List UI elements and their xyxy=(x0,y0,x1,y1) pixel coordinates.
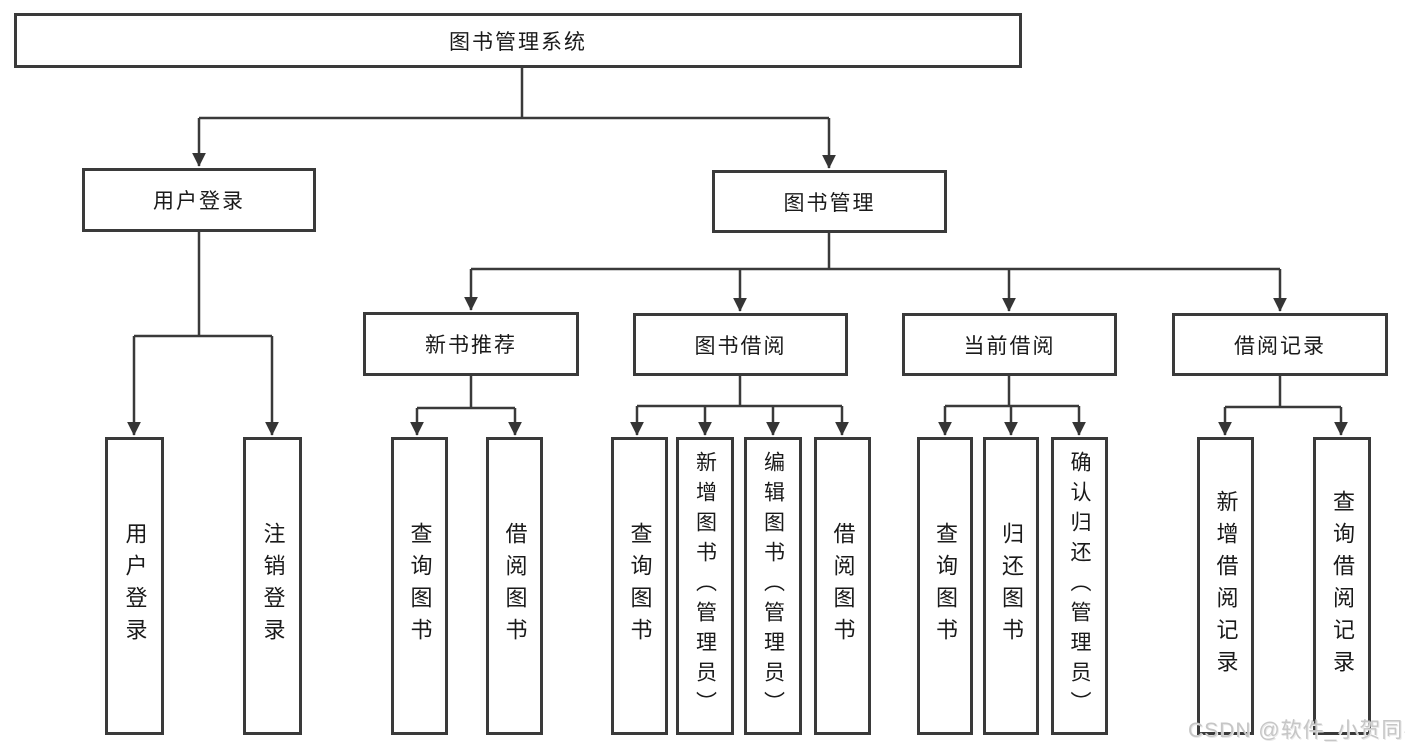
watermark: CSDN @软件_小贺同学 xyxy=(1188,719,1405,742)
node-book-borrow-label: 图书借阅 xyxy=(694,334,787,358)
leaf-query-books-borrow-label: 查询图书 xyxy=(627,522,653,650)
leaf-borrow-books-recommend-label: 借阅图书 xyxy=(502,522,528,650)
leaf-borrow-books: 借阅图书 xyxy=(814,437,871,735)
leaf-user-login-label: 用户登录 xyxy=(122,522,148,650)
node-borrow-records-label: 借阅记录 xyxy=(1234,334,1326,358)
leaf-borrow-books-label: 借阅图书 xyxy=(830,522,856,650)
leaf-query-books-current: 查询图书 xyxy=(917,437,973,735)
node-book-management-label: 图书管理 xyxy=(783,191,876,215)
leaf-query-books-borrow: 查询图书 xyxy=(611,437,668,735)
leaf-return-book-label: 归还图书 xyxy=(999,522,1024,650)
leaf-add-book-admin: 新增图书（管理员） xyxy=(676,437,734,735)
node-user-login: 用户登录 xyxy=(82,168,316,232)
node-root: 图书管理系统 xyxy=(14,13,1022,68)
leaf-logout-label: 注销登录 xyxy=(260,522,286,650)
leaf-return-book: 归还图书 xyxy=(983,437,1039,735)
leaf-borrow-books-recommend: 借阅图书 xyxy=(486,437,543,735)
leaf-query-borrow-record: 查询借阅记录 xyxy=(1313,437,1371,735)
leaf-confirm-return-admin-label: 确认归还（管理员） xyxy=(1068,451,1091,721)
leaf-add-borrow-record-label: 新增借阅记录 xyxy=(1213,490,1239,682)
leaf-add-borrow-record: 新增借阅记录 xyxy=(1197,437,1254,735)
node-user-login-label: 用户登录 xyxy=(153,190,245,213)
node-new-book-recommend: 新书推荐 xyxy=(363,312,579,376)
leaf-user-login: 用户登录 xyxy=(105,437,164,735)
leaf-logout: 注销登录 xyxy=(243,437,302,735)
leaf-edit-book-admin: 编辑图书（管理员） xyxy=(744,437,802,735)
leaf-query-books-recommend: 查询图书 xyxy=(391,437,448,735)
node-new-book-recommend-label: 新书推荐 xyxy=(425,334,517,357)
leaf-query-borrow-record-label: 查询借阅记录 xyxy=(1330,490,1355,682)
leaf-query-books-current-label: 查询图书 xyxy=(933,522,958,650)
leaf-edit-book-admin-label: 编辑图书（管理员） xyxy=(761,451,785,721)
node-book-borrow: 图书借阅 xyxy=(633,313,848,376)
node-borrow-records: 借阅记录 xyxy=(1172,313,1388,376)
node-root-label: 图书管理系统 xyxy=(449,30,587,54)
leaf-query-books-recommend-label: 查询图书 xyxy=(407,522,433,650)
node-book-management: 图书管理 xyxy=(712,170,947,233)
node-current-borrow-label: 当前借阅 xyxy=(963,334,1056,358)
leaf-add-book-admin-label: 新增图书（管理员） xyxy=(693,451,717,721)
leaf-confirm-return-admin: 确认归还（管理员） xyxy=(1051,437,1108,735)
node-current-borrow: 当前借阅 xyxy=(902,313,1117,376)
